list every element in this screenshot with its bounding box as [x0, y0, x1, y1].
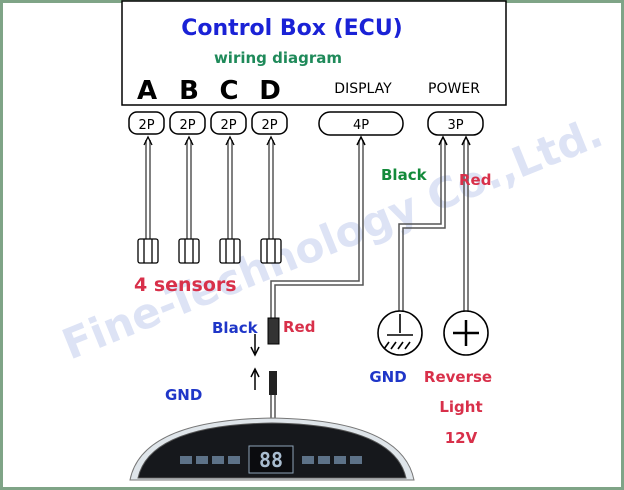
ecu-title: Control Box (ECU)	[181, 16, 402, 41]
power-connector: 3P	[427, 111, 484, 136]
reverse-label-line3: 12V	[445, 429, 478, 447]
display-unit-plug	[269, 371, 277, 395]
ecu-box	[121, 0, 507, 106]
sensor-wires	[145, 140, 274, 240]
display-bars-right	[302, 456, 362, 464]
connector-label: 2P	[138, 118, 154, 133]
ecu-subtitle: wiring diagram	[214, 49, 342, 67]
channel-c-label: C	[219, 76, 238, 106]
sensors-label: 4 sensors	[134, 274, 237, 296]
connector-label: 2P	[179, 118, 195, 133]
reverse-label-line1: Reverse	[424, 368, 492, 386]
sensor-arrowheads	[143, 135, 276, 146]
channel-a-label: A	[137, 76, 157, 106]
display-connector: 4P	[318, 111, 404, 136]
power-label: POWER	[428, 81, 480, 97]
sensor-plug-a	[137, 238, 159, 264]
power-red-wire	[461, 135, 471, 312]
display-readout: 88	[259, 448, 283, 472]
power-wire-red-label: Red	[459, 171, 491, 189]
display-cable	[270, 135, 366, 318]
power-black-wire	[398, 135, 448, 312]
ground-terminal-label: GND	[369, 368, 406, 386]
ground-terminal-icon	[377, 310, 423, 356]
connector-label: 2P	[261, 118, 277, 133]
sensor-plug-b	[178, 238, 200, 264]
connect-arrows	[250, 334, 260, 390]
sensor-connector-c: 2P	[210, 111, 247, 135]
channel-d-label: D	[259, 76, 281, 106]
display-plug	[267, 317, 280, 345]
connector-label: 2P	[220, 118, 236, 133]
sensor-connector-d: 2P	[251, 111, 288, 135]
display-label: DISPLAY	[334, 81, 392, 97]
display-unit: 88	[129, 417, 415, 481]
display-wire-red-label: Red	[283, 318, 315, 336]
sensor-plug-c	[219, 238, 241, 264]
display-unit-cable	[270, 395, 276, 420]
sensor-plug-d	[260, 238, 282, 264]
display-readout-box	[248, 445, 294, 474]
power-wire-black-label: Black	[381, 166, 428, 184]
positive-terminal-icon	[443, 310, 489, 356]
sensor-connector-a: 2P	[128, 111, 165, 135]
watermark: Fine-Technology Co.,Ltd.	[55, 107, 609, 369]
reverse-label-line2: Light	[439, 398, 482, 416]
channel-b-label: B	[179, 76, 199, 106]
gnd-label: GND	[165, 386, 202, 404]
connector-label: 4P	[353, 118, 369, 133]
connector-label: 3P	[447, 118, 463, 133]
display-wire-black-label: Black	[212, 319, 259, 337]
sensor-connector-b: 2P	[169, 111, 206, 135]
display-bars-left	[180, 456, 240, 464]
